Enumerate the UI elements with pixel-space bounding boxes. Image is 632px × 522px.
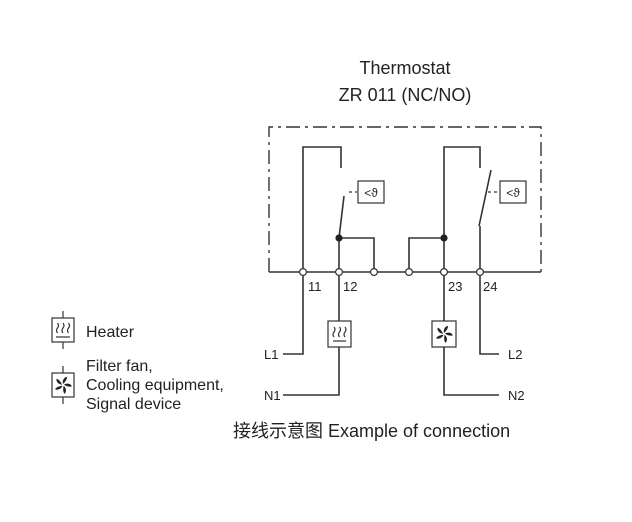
terminal-label-23: 23 bbox=[448, 279, 462, 294]
terminal-bridge-left bbox=[370, 268, 379, 277]
n2-wire bbox=[443, 347, 499, 396]
nc-contact-blade bbox=[338, 195, 345, 239]
no-contact-upper-wire bbox=[408, 146, 481, 272]
nc-sensor-label: <ϑ bbox=[364, 186, 378, 200]
label-n2: N2 bbox=[508, 388, 525, 403]
nc-contact-upper-wire bbox=[302, 146, 342, 272]
n1-wire bbox=[283, 347, 340, 396]
terminal-12 bbox=[335, 268, 344, 277]
terminal-24 bbox=[476, 268, 485, 277]
no-junction-dot bbox=[440, 234, 448, 242]
legend-fan-label-line-1: Filter fan, bbox=[86, 358, 153, 375]
terminal-label-12: 12 bbox=[343, 279, 357, 294]
legend-heater-icon bbox=[51, 311, 75, 349]
diagram-caption: 接线示意图 Example of connection bbox=[233, 421, 510, 441]
no-sensor-box bbox=[499, 180, 527, 204]
nc-sensor-box bbox=[357, 180, 385, 204]
no-contact-blade bbox=[478, 169, 492, 227]
thermostat-housing bbox=[268, 126, 542, 272]
title-line-2: ZR 011 (NC/NO) bbox=[339, 85, 472, 105]
legend-heater-label: Heater bbox=[86, 324, 135, 341]
terminal-23 bbox=[440, 268, 449, 277]
terminal-11 bbox=[299, 268, 308, 277]
terminal-label-11: 11 bbox=[308, 279, 322, 294]
terminal-label-24: 24 bbox=[483, 279, 497, 294]
l2-wire bbox=[479, 276, 499, 355]
legend-fan-label-line-3: Signal device bbox=[86, 396, 181, 413]
label-l1: L1 bbox=[264, 347, 278, 362]
fan-icon bbox=[431, 320, 457, 348]
title-line-1: Thermostat bbox=[359, 58, 450, 78]
label-n1: N1 bbox=[264, 388, 281, 403]
legend-fan-label-line-2: Cooling equipment, bbox=[86, 377, 224, 394]
label-l2: L2 bbox=[508, 347, 522, 362]
heater-icon bbox=[327, 320, 352, 348]
no-sensor-label: <ϑ bbox=[506, 186, 520, 200]
nc-bridge-wire bbox=[339, 237, 375, 272]
legend-fan-icon bbox=[51, 366, 75, 404]
l1-wire bbox=[283, 276, 304, 355]
terminal-bridge-right bbox=[405, 268, 414, 277]
nc-junction-dot bbox=[335, 234, 343, 242]
